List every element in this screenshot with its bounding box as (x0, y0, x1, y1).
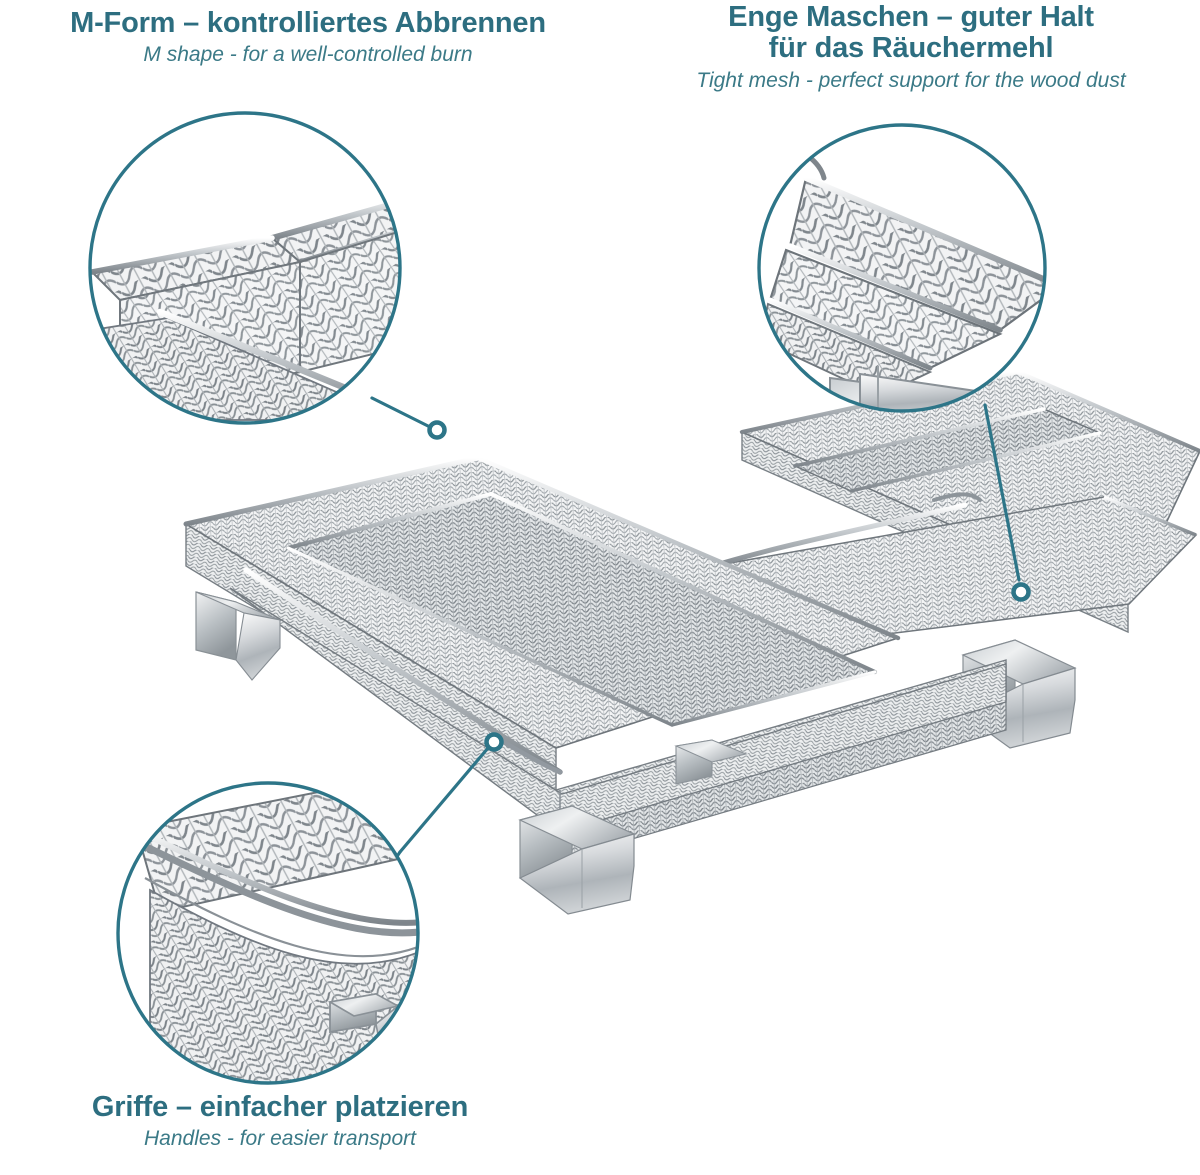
connector-line-handles-2 (398, 746, 490, 854)
callout-tight-mesh-subtitle: Tight mesh - perfect support for the woo… (696, 68, 1126, 92)
main-product-graphic (183, 369, 1200, 915)
connector-line-m-form (370, 396, 434, 430)
callout-m-form: M-Form – kontrolliertes Abbrennen M shap… (0, 7, 618, 67)
detail-circle-m-form (88, 111, 402, 425)
foot-right-tab (674, 739, 748, 785)
connector-line-tight-mesh (983, 403, 1021, 582)
callout-handles-title: Griffe – einfacher platzieren (91, 1091, 469, 1123)
detail-circle-tight-mesh (757, 123, 1047, 413)
callout-m-form-subtitle: M shape - for a well-controlled burn (143, 43, 473, 67)
connector-dot-handles (484, 732, 504, 752)
callout-handles-subtitle: Handles - for easier transport (144, 1127, 416, 1151)
front-tray (183, 455, 1007, 862)
foot-front-center (518, 805, 636, 915)
callout-tight-mesh: Enge Maschen – guter Halt für das Räuche… (622, 1, 1200, 92)
connector-dot-tight-mesh (1011, 582, 1031, 602)
connector-dot-m-form (427, 420, 447, 440)
rear-tray (710, 369, 1200, 653)
callout-handles: Griffe – einfacher platzieren Handles - … (0, 1091, 560, 1151)
detail-circle-handles (116, 781, 420, 1085)
callout-m-form-title: M-Form – kontrolliertes Abbrennen (70, 7, 546, 39)
foot-left (195, 591, 281, 681)
callout-tight-mesh-title: Enge Maschen – guter Halt für das Räuche… (728, 1, 1094, 65)
connector-endpoints (427, 420, 1031, 752)
